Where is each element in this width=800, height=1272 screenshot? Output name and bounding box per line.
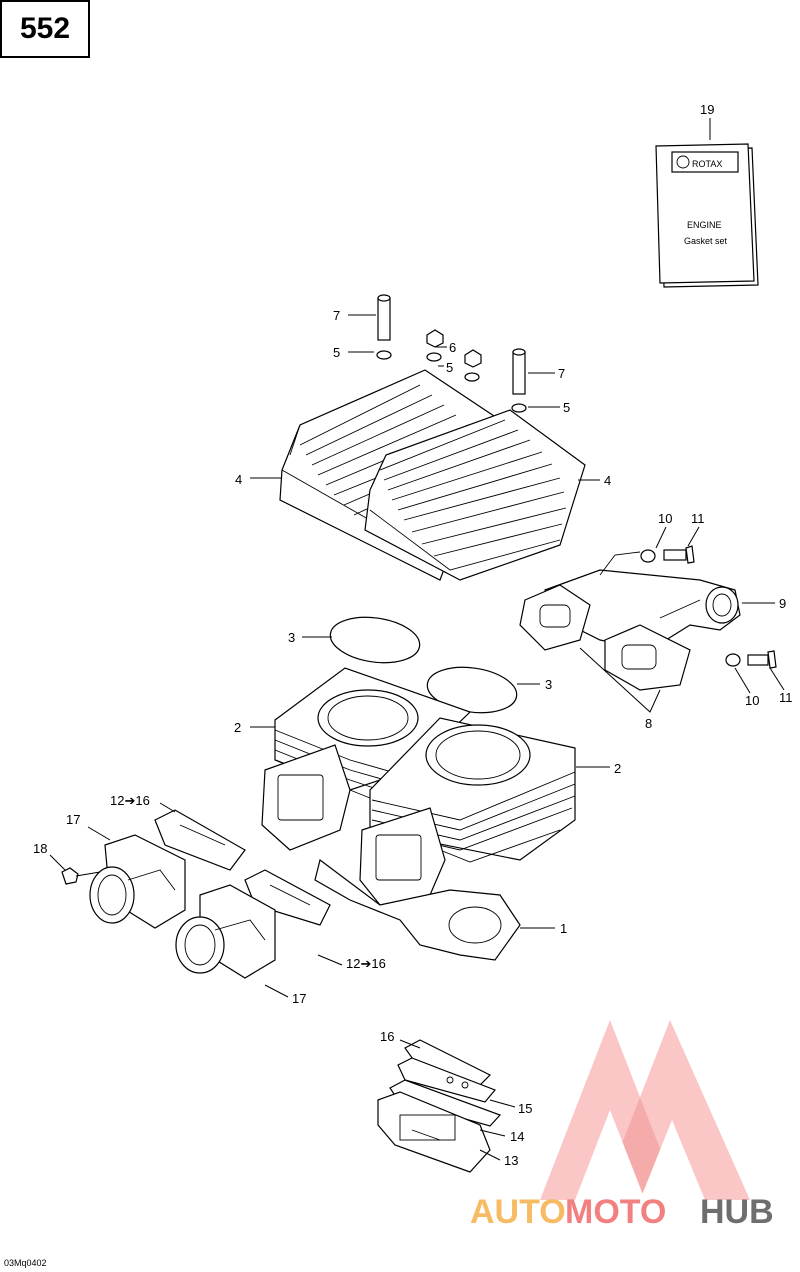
part-reed-block (377, 1091, 491, 1173)
callout-5-center: 5 (446, 360, 453, 375)
part-reed-valve-upper (154, 809, 246, 871)
part-head-gasket-rings (329, 616, 518, 714)
page-number: 552 (19, 12, 71, 45)
callout-5-right: 5 (563, 400, 570, 415)
part-stud-right (511, 348, 527, 413)
manual-title: ENGINE (687, 220, 722, 230)
callout-10-bottom: 10 (745, 693, 759, 708)
part-washers-bolts-bottom (725, 650, 777, 669)
callout-12-16-upper: 12➔16 (110, 793, 150, 808)
callout-4-right: 4 (604, 473, 611, 488)
page-number-box: 552 (0, 0, 90, 58)
part-screw (61, 867, 101, 885)
part-intake-manifold-upper (89, 834, 186, 929)
callout-17-lower: 17 (292, 991, 306, 1006)
part-reed-petal (397, 1057, 496, 1103)
callout-16: 16 (380, 1029, 394, 1044)
callout-9: 9 (779, 596, 786, 611)
callout-14: 14 (510, 1129, 524, 1144)
callout-7-right: 7 (558, 366, 565, 381)
part-exhaust-gaskets (519, 584, 691, 691)
watermark-hub: HUB (700, 1193, 774, 1231)
part-intake-manifold-lower (175, 884, 276, 979)
part-gasket-set-manual: ROTAX ENGINE Gasket set (655, 143, 759, 288)
watermark-moto: MOTO (565, 1193, 666, 1231)
callout-7-left: 7 (333, 308, 340, 323)
callout-3-right: 3 (545, 677, 552, 692)
drawing-code: 03Mq0402 (4, 1258, 47, 1268)
callout-11-bottom: 11 (779, 690, 793, 705)
part-washers-bolts-top (640, 545, 695, 564)
automotohub-logo (540, 1020, 750, 1200)
callout-15: 15 (518, 1101, 532, 1116)
part-intake-ports (261, 744, 446, 906)
part-exhaust-manifold (544, 551, 741, 651)
callout-13: 13 (504, 1153, 518, 1168)
part-base-gasket (314, 858, 521, 961)
callout-18: 18 (33, 841, 47, 856)
callout-4-left: 4 (235, 472, 242, 487)
callout-17-upper: 17 (66, 812, 80, 827)
callout-8: 8 (645, 716, 652, 731)
callout-10-top: 10 (658, 511, 672, 526)
callout-1: 1 (560, 921, 567, 936)
part-nuts-center (426, 329, 482, 382)
manual-brand: ROTAX (692, 159, 722, 169)
callout-11-top: 11 (691, 511, 705, 526)
manual-subtitle: Gasket set (684, 236, 728, 246)
callout-19: 19 (700, 102, 714, 117)
callout-6: 6 (449, 340, 456, 355)
callout-12-16-lower: 12➔16 (346, 956, 386, 971)
watermark-auto: AUTO (470, 1193, 566, 1231)
callout-2-right: 2 (614, 761, 621, 776)
callout-2-left: 2 (234, 720, 241, 735)
callout-5-left: 5 (333, 345, 340, 360)
part-stud-left (376, 294, 392, 360)
part-cylinder-head-right (364, 409, 586, 581)
callout-3-left: 3 (288, 630, 295, 645)
